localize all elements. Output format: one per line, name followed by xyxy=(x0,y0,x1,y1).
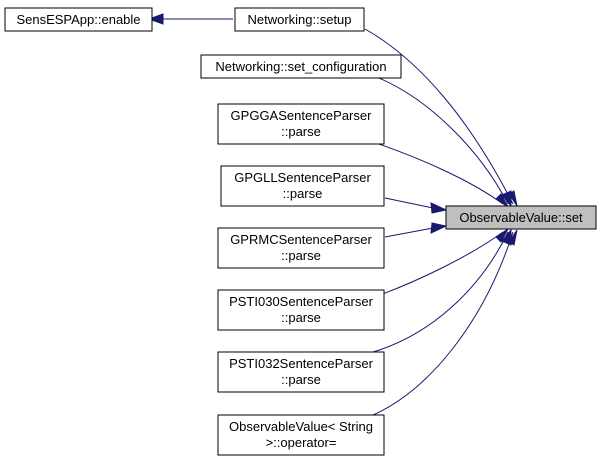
edge-set-to-set-configuration xyxy=(378,77,512,208)
node-gpgll-parse[interactable]: GPGLLSentenceParser ::parse xyxy=(220,165,385,207)
edge-set-to-gprmc xyxy=(384,222,448,238)
node-gpgga-parse[interactable]: GPGGASentenceParser ::parse xyxy=(217,103,385,145)
node-target-label: ObservableValue::set xyxy=(459,210,583,225)
edge-set-to-operator xyxy=(372,229,518,416)
node-psti030-parse-line2: ::parse xyxy=(281,310,321,325)
edge-set-to-gpgll xyxy=(384,197,448,214)
node-observablevalue-string-operator-line1: ObservableValue< String xyxy=(229,419,373,434)
node-gprmc-parse-line1: GPRMCSentenceParser xyxy=(230,232,372,247)
node-sensespapp-enable-label: SensESPApp::enable xyxy=(16,12,140,27)
node-psti030-parse-line1: PSTI030SentenceParser xyxy=(229,294,373,309)
node-gpgll-parse-line1: GPGLLSentenceParser xyxy=(234,170,371,185)
node-psti030-parse[interactable]: PSTI030SentenceParser ::parse xyxy=(217,289,385,331)
node-gprmc-parse[interactable]: GPRMCSentenceParser ::parse xyxy=(217,227,385,269)
edge-setup-to-enable xyxy=(147,13,233,25)
node-networking-setup-label: Networking::setup xyxy=(247,12,351,27)
edge-set-to-psti030 xyxy=(379,228,509,296)
node-sensespapp-enable[interactable]: SensESPApp::enable xyxy=(4,7,153,32)
node-networking-setup[interactable]: Networking::setup xyxy=(234,7,365,32)
node-psti032-parse-line1: PSTI032SentenceParser xyxy=(229,356,373,371)
node-gprmc-parse-line2: ::parse xyxy=(281,248,321,263)
node-observablevalue-string-operator[interactable]: ObservableValue< String >::operator= xyxy=(217,414,385,456)
node-gpgll-parse-line2: ::parse xyxy=(283,186,323,201)
node-observablevalue-string-operator-line2: >::operator= xyxy=(266,435,337,450)
node-networking-set-configuration[interactable]: Networking::set_configuration xyxy=(200,54,402,79)
node-psti032-parse-line2: ::parse xyxy=(281,372,321,387)
node-gpgga-parse-line2: ::parse xyxy=(281,124,321,139)
node-psti032-parse[interactable]: PSTI032SentenceParser ::parse xyxy=(217,351,385,393)
edge-set-to-psti032 xyxy=(372,228,512,353)
node-gpgga-parse-line1: GPGGASentenceParser xyxy=(231,108,373,123)
edge-set-to-gpgga xyxy=(372,141,509,208)
node-networking-set-configuration-label: Networking::set_configuration xyxy=(215,59,386,74)
node-target[interactable]: ObservableValue::set xyxy=(445,205,597,230)
